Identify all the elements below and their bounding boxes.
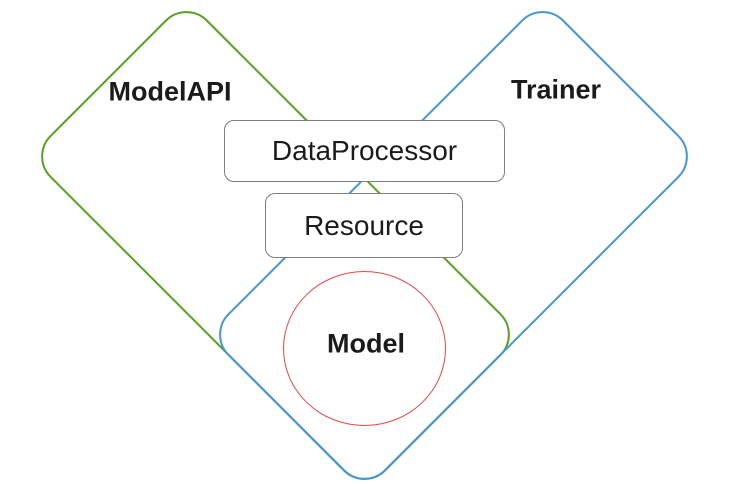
resource-node: Resource — [265, 193, 463, 258]
model-ellipse-node — [283, 271, 446, 426]
modelapi-region-label: ModelAPI — [108, 76, 232, 107]
model-node-label: Model — [327, 328, 405, 359]
dataprocessor-node: DataProcessor — [224, 120, 505, 182]
dataprocessor-node-label: DataProcessor — [271, 135, 458, 166]
trainer-region-label: Trainer — [510, 74, 602, 105]
resource-node-label: Resource — [304, 209, 424, 241]
